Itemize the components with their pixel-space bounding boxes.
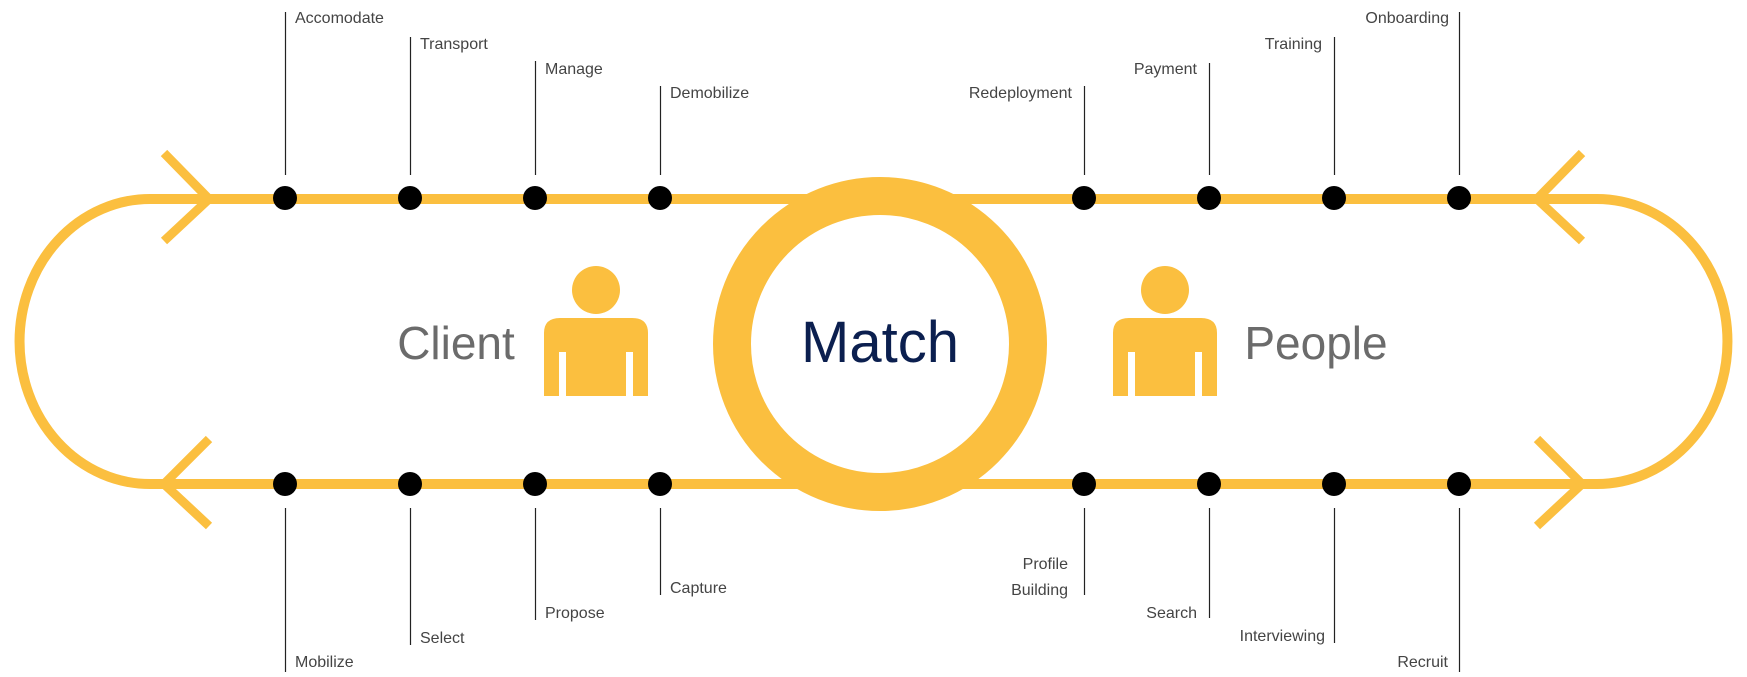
dot-payment [1197,186,1221,210]
dot-capture [648,472,672,496]
match-ring [713,177,1047,511]
label-connectors [284,12,1461,672]
stage-label-recruit: Recruit [1397,654,1448,671]
dot-search [1197,472,1221,496]
stage-label-accomodate: Accomodate [295,10,384,27]
dot-training [1322,186,1346,210]
dot-mobilize [273,472,297,496]
stage-dots [273,186,1471,496]
dot-accomodate [273,186,297,210]
stage-label-training: Training [1265,36,1322,53]
stage-label-demobilize: Demobilize [670,85,749,102]
stage-label-redeployment: Redeployment [969,85,1073,102]
arrow-right-bottom-icon [1533,435,1589,530]
dot-propose [523,472,547,496]
stage-label-propose: Propose [545,605,605,622]
stage-label-payment: Payment [1134,61,1198,78]
people-title: People [1244,317,1387,369]
stage-label-building: Building [1011,582,1068,599]
direction-arrows [157,149,1589,530]
center-title: Match [801,310,959,375]
dot-profile-building [1072,472,1096,496]
stage-label-select: Select [420,630,465,647]
dot-demobilize [648,186,672,210]
dot-redeployment [1072,186,1096,210]
dot-onboarding [1447,186,1471,210]
stage-label-mobilize: Mobilize [295,654,354,671]
stage-label-manage: Manage [545,61,603,78]
client-person-icon [544,266,648,396]
dot-manage [523,186,547,210]
stage-label-capture: Capture [670,580,727,597]
arrow-left-bottom-icon [157,435,213,530]
track-left-curve [14,194,200,489]
track-right-curve [1547,194,1733,489]
stage-label-search: Search [1146,605,1197,622]
dot-transport [398,186,422,210]
dot-interviewing [1322,472,1346,496]
dot-select [398,472,422,496]
arrow-left-top-icon [160,149,216,245]
stage-label-interviewing: Interviewing [1240,628,1325,645]
dot-recruit [1447,472,1471,496]
stage-label-onboarding: Onboarding [1365,10,1449,27]
stage-label-profile: Profile [1023,556,1068,573]
client-title: Client [397,317,515,369]
arrow-right-top-icon [1530,149,1586,245]
people-person-icon [1113,266,1217,396]
stage-label-transport: Transport [420,36,488,53]
